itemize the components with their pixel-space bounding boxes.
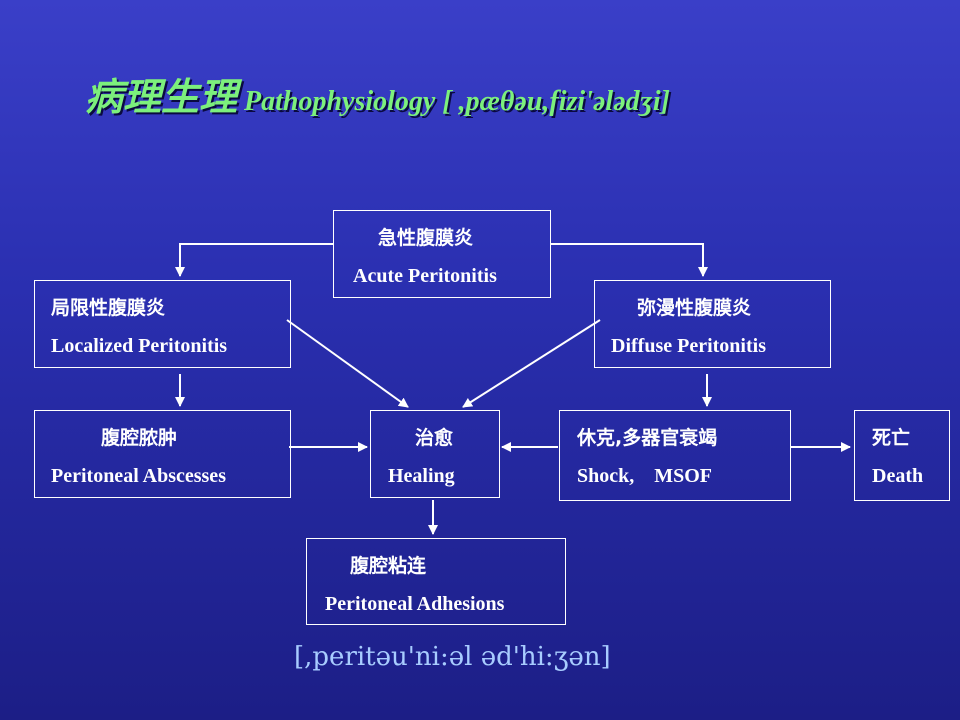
- node-acute-zh: 急性腹膜炎: [378, 227, 474, 249]
- arrow-acute-to-localized: [175, 243, 333, 277]
- node-peritoneal-adhesions: 腹腔粘连 Peritoneal Adhesions: [306, 538, 566, 625]
- node-localized-zh: 局限性腹膜炎: [51, 297, 166, 319]
- node-acute-en: Acute Peritonitis: [353, 265, 497, 287]
- node-adhesion-en: Peritoneal Adhesions: [325, 593, 505, 615]
- arrow-localized-to-healing: [286, 319, 409, 408]
- title-english: Pathophysiology [ ,pæθəu,fizi'ələdʒi]: [237, 86, 670, 117]
- title-chinese: 病理生理: [85, 75, 238, 119]
- node-abscess-zh: 腹腔脓肿: [101, 427, 178, 449]
- arrow-diffuse-to-healing: [462, 319, 601, 408]
- node-localized-en: Localized Peritonitis: [51, 335, 228, 357]
- node-acute-peritonitis: 急性腹膜炎 Acute Peritonitis: [333, 210, 551, 298]
- node-death-zh: 死亡: [872, 427, 911, 449]
- node-diffuse-zh: 弥漫性腹膜炎: [637, 297, 752, 319]
- node-healing: 治愈 Healing: [370, 410, 500, 498]
- node-localized-peritonitis: 局限性腹膜炎 Localized Peritonitis: [34, 280, 291, 368]
- node-death: 死亡 Death: [854, 410, 950, 501]
- node-healing-en: Healing: [388, 465, 455, 487]
- node-shock-zh: 休克,多器官衰竭: [577, 427, 718, 449]
- node-adhesion-zh: 腹腔粘连: [350, 555, 427, 577]
- node-peritoneal-abscesses: 腹腔脓肿 Peritoneal Abscesses: [34, 410, 291, 498]
- node-diffuse-en: Diffuse Peritonitis: [611, 335, 766, 357]
- node-shock-msof: 休克,多器官衰竭 Shock, MSOF: [559, 410, 791, 501]
- adhesion-pronunciation: [,peritəu'ni:əl əd'hi:ʒən]: [294, 642, 611, 672]
- node-abscess-en: Peritoneal Abscesses: [51, 465, 226, 487]
- node-death-en: Death: [872, 465, 924, 487]
- arrow-acute-to-diffuse: [551, 243, 708, 277]
- node-diffuse-peritonitis: 弥漫性腹膜炎 Diffuse Peritonitis: [594, 280, 831, 368]
- slide-title: 病理生理 Pathophysiology [ ,pæθəu,fizi'ələdʒ…: [85, 66, 670, 121]
- node-healing-zh: 治愈: [415, 427, 454, 449]
- node-shock-en: Shock, MSOF: [577, 465, 713, 487]
